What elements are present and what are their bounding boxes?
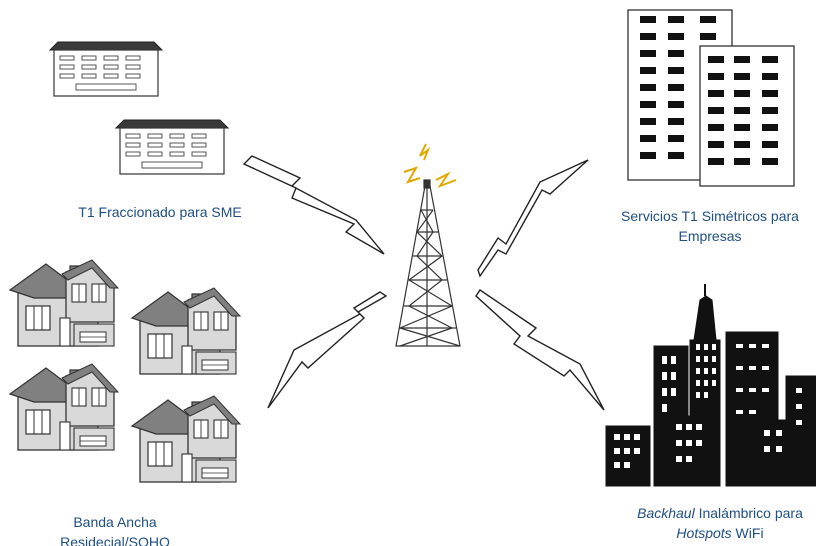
backhaul-term: Backhaul bbox=[637, 505, 695, 521]
house-icon bbox=[9, 259, 241, 483]
city-skyline-icon bbox=[605, 284, 816, 487]
residential-label-line1: Banda Ancha bbox=[73, 514, 157, 530]
hotspots-rest: WiFi bbox=[731, 525, 764, 541]
t1-enterprise-label-line1: Servicios T1 Simétricos para bbox=[621, 208, 799, 224]
residential-label-line2: Residecial/SOHO bbox=[60, 534, 170, 546]
antenna-signal-icon bbox=[403, 143, 457, 189]
wifi-backhaul-label-line2: Hotspots WiFi bbox=[570, 523, 816, 543]
sme-label: T1 Fraccionado para SME bbox=[78, 204, 242, 220]
residential-label: Banda Ancha Residecial/SOHO bbox=[10, 512, 220, 546]
wifi-backhaul-label-line1: Backhaul Inalámbrico para bbox=[570, 503, 816, 523]
wifi-backhaul-label: Backhaul Inalámbrico para Hotspots WiFi bbox=[570, 503, 816, 543]
hotspots-term: Hotspots bbox=[676, 525, 732, 541]
lightning-link-icon bbox=[242, 155, 605, 411]
tower-building-icon bbox=[627, 9, 795, 187]
radio-tower-icon bbox=[395, 179, 461, 347]
t1-enterprise-label: Servicios T1 Simétricos para Empresas bbox=[560, 206, 816, 246]
office-building-icon bbox=[49, 41, 229, 175]
t1-enterprise-label-line2: Empresas bbox=[678, 228, 742, 244]
backhaul-rest: Inalámbrico para bbox=[694, 505, 803, 521]
